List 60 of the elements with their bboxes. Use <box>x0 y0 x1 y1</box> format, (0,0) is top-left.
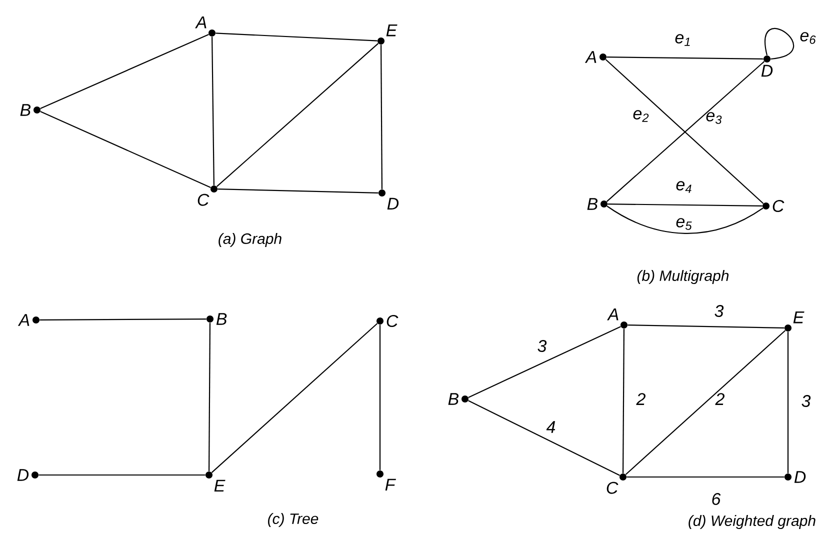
node-label: D <box>761 64 773 77</box>
edge-label: 3 <box>538 340 547 352</box>
edge-label: e$_{1}$ <box>675 34 690 46</box>
edge-label: e$_{4}$ <box>676 181 692 193</box>
edge-label: e$_{2}$ <box>633 110 649 122</box>
node-label: A <box>195 16 206 28</box>
edge-label: 2 <box>715 393 724 405</box>
node-label: E <box>214 480 226 492</box>
edge-line <box>216 43 379 187</box>
node-label: B <box>448 393 459 405</box>
edge-line <box>208 322 211 472</box>
edge-line <box>468 400 620 476</box>
loop-edge <box>764 28 794 60</box>
edge-line <box>212 36 214 186</box>
edge-line <box>216 32 378 42</box>
edge-label: 6 <box>712 492 721 506</box>
edge-label: 2 <box>636 393 646 405</box>
edge-line <box>211 323 378 473</box>
node-label: C <box>386 314 398 328</box>
edge-label: 3 <box>802 394 811 408</box>
edge-line <box>40 111 211 188</box>
edge-line <box>622 328 625 474</box>
node-label: C <box>772 200 784 212</box>
edge-line <box>626 476 784 478</box>
node-label: B <box>216 313 227 325</box>
edge-line <box>380 44 383 190</box>
edge-line <box>40 34 209 110</box>
edge-label: e$_{3}$ <box>706 112 722 124</box>
edge-label: e$_{6}$ <box>800 32 816 44</box>
edge-label: 4 <box>546 421 556 433</box>
edge-line <box>606 206 764 234</box>
node-label: E <box>386 24 398 36</box>
edge-line <box>218 188 378 194</box>
node-label: A <box>584 51 596 63</box>
caption: (d) Weighted graph <box>688 515 816 529</box>
node-label: B <box>20 104 31 116</box>
node-label: D <box>387 198 399 210</box>
caption: (a) Graph <box>218 233 282 247</box>
caption: (c) Tree <box>268 513 318 527</box>
node-label: F <box>385 478 396 491</box>
node-label: E <box>793 311 804 324</box>
node-label: B <box>587 198 598 210</box>
node-label: C <box>606 482 618 494</box>
caption: (b) Multigraph <box>637 270 729 284</box>
edge-line <box>40 318 206 321</box>
edge-line <box>38 474 206 476</box>
edge-line <box>625 330 786 475</box>
edge-line <box>608 204 762 206</box>
edge-line <box>628 324 784 328</box>
edge-line <box>606 56 764 60</box>
edge-label: e$_{5}$ <box>676 218 692 230</box>
edge-label: 3 <box>714 304 724 318</box>
node-label: A <box>607 308 618 320</box>
edge-line <box>787 332 789 474</box>
edge-line <box>468 326 621 398</box>
node-label: D <box>17 469 29 481</box>
node-label: C <box>198 194 210 206</box>
node-label: D <box>794 471 806 483</box>
edge-line <box>379 324 381 470</box>
node-label: A <box>18 314 30 326</box>
